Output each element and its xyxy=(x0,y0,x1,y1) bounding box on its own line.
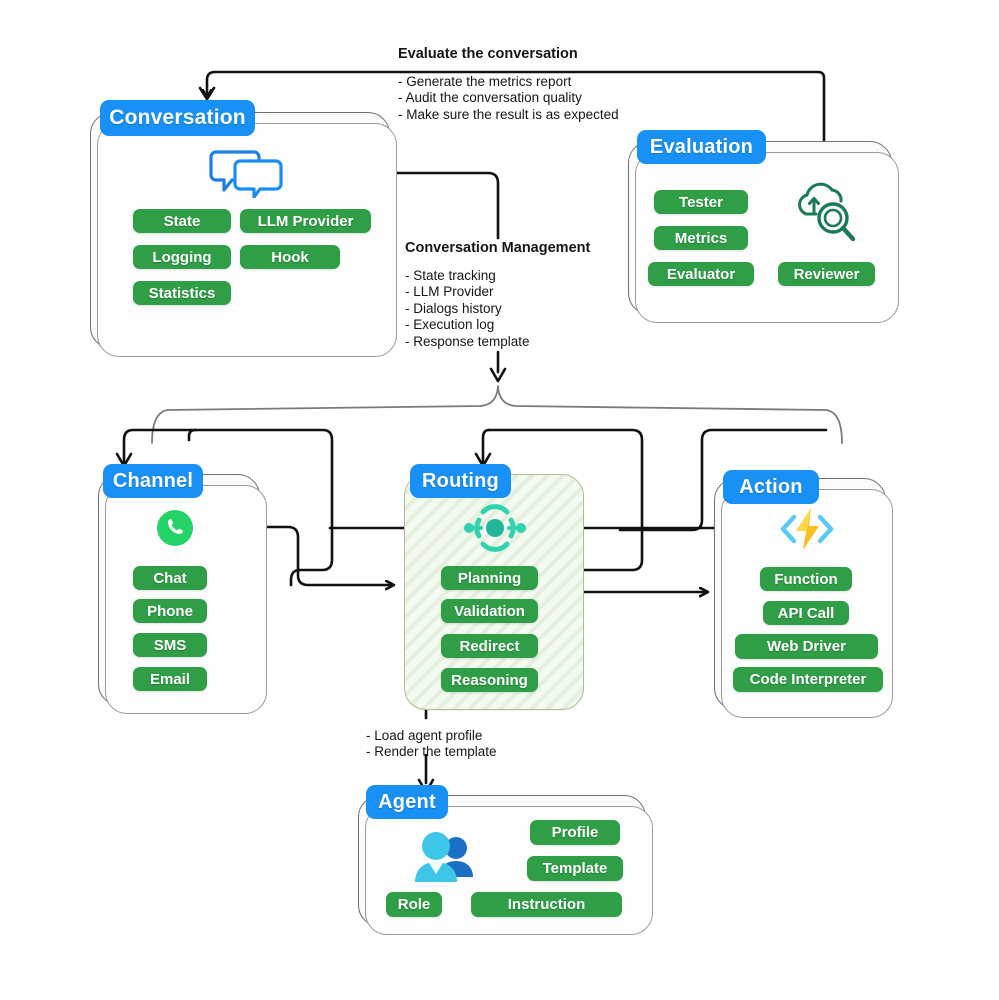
tag-phone[interactable]: Phone xyxy=(133,599,207,623)
tag-instruction[interactable]: Instruction xyxy=(471,892,622,917)
tag-template[interactable]: Template xyxy=(527,856,623,881)
annotation-evaluate-the-conversation: Evaluate the conversation - Generate the… xyxy=(398,46,619,123)
tag-validation[interactable]: Validation xyxy=(441,599,538,623)
tag-llm-provider[interactable]: LLM Provider xyxy=(240,209,371,233)
tag-planning[interactable]: Planning xyxy=(441,566,538,590)
tag-reviewer[interactable]: Reviewer xyxy=(778,262,875,286)
annotation-line: - Response template xyxy=(405,333,530,349)
annotation-heading: Conversation Management xyxy=(405,240,591,256)
tag-api-call[interactable]: API Call xyxy=(763,601,849,625)
annotation-line: - Execution log xyxy=(405,317,495,333)
tag-statistics[interactable]: Statistics xyxy=(133,281,231,305)
annotation-line: - Make sure the result is as expected xyxy=(398,106,619,122)
annotation-line: - LLM Provider xyxy=(405,284,494,300)
chat-bubbles-icon xyxy=(208,146,286,199)
tag-code-interpreter[interactable]: Code Interpreter xyxy=(733,667,883,692)
annotation-line: - Load agent profile xyxy=(366,728,483,743)
annotation-line: - State tracking xyxy=(405,268,496,283)
tag-redirect[interactable]: Redirect xyxy=(441,634,538,658)
tag-state[interactable]: State xyxy=(133,209,231,233)
tag-reasoning[interactable]: Reasoning xyxy=(441,668,538,692)
annotation-line: - Render the template xyxy=(366,744,497,760)
annotation-line: - Audit the conversation quality xyxy=(398,90,582,106)
tag-chat[interactable]: Chat xyxy=(133,566,207,590)
card-routing[interactable] xyxy=(404,474,584,710)
annotation-heading: Evaluate the conversation xyxy=(398,46,578,62)
tag-logging[interactable]: Logging xyxy=(133,245,231,269)
tag-function[interactable]: Function xyxy=(760,567,852,591)
card-title-routing[interactable]: Routing xyxy=(410,464,511,498)
tag-sms[interactable]: SMS xyxy=(133,633,207,657)
annotation-line: - Generate the metrics report xyxy=(398,74,572,89)
card-title-conversation[interactable]: Conversation xyxy=(100,100,255,136)
card-title-evaluation[interactable]: Evaluation xyxy=(637,130,766,164)
tag-metrics[interactable]: Metrics xyxy=(654,226,748,250)
whatsapp-icon xyxy=(155,508,195,548)
annotation-agent-loading: - Load agent profile - Render the templa… xyxy=(366,728,497,761)
tag-profile[interactable]: Profile xyxy=(530,820,620,845)
tag-tester[interactable]: Tester xyxy=(654,190,748,214)
users-icon xyxy=(412,828,478,890)
cloud-magnifier-icon xyxy=(790,180,862,246)
routing-node-icon xyxy=(459,502,531,554)
annotation-conversation-management: Conversation Management - State tracking… xyxy=(405,240,590,350)
tag-evaluator[interactable]: Evaluator xyxy=(648,262,754,286)
annotation-line: - Dialogs history xyxy=(405,300,502,316)
tag-web-driver[interactable]: Web Driver xyxy=(735,634,878,659)
card-title-channel[interactable]: Channel xyxy=(103,464,203,498)
tag-email[interactable]: Email xyxy=(133,667,207,691)
lightning-code-icon xyxy=(778,505,836,553)
card-title-action[interactable]: Action xyxy=(723,470,819,504)
card-title-agent[interactable]: Agent xyxy=(366,785,448,819)
tag-hook[interactable]: Hook xyxy=(240,245,340,269)
tag-role[interactable]: Role xyxy=(386,892,442,917)
